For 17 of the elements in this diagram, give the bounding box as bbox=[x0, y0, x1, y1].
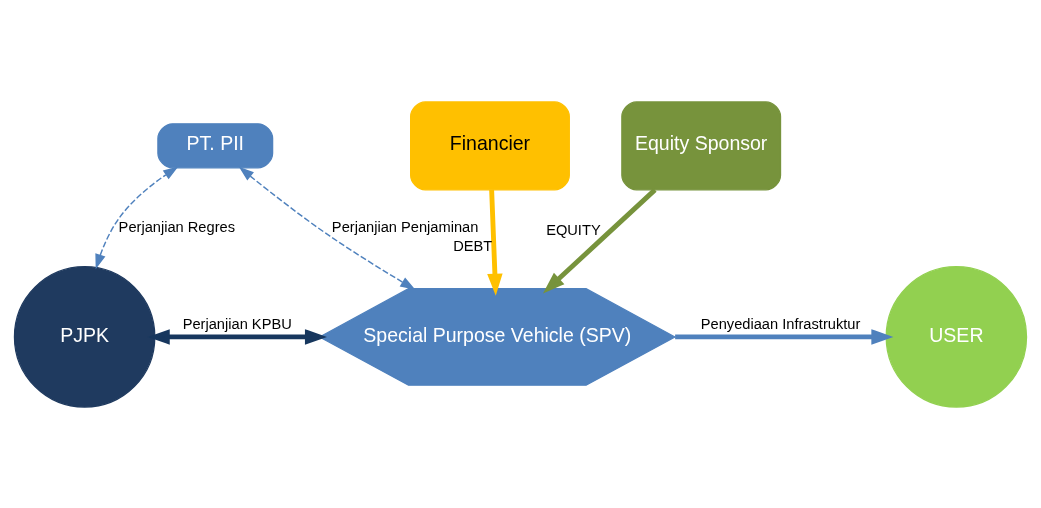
arrow bbox=[543, 187, 657, 293]
edge-label: DEBT bbox=[453, 237, 493, 254]
edge-label: Perjanjian Penjaminan bbox=[331, 218, 479, 235]
node-circle: USER bbox=[885, 265, 1028, 408]
arrow bbox=[95, 166, 179, 269]
edge-label: Perjanjian KPBU bbox=[182, 315, 292, 332]
node-box: Financier bbox=[410, 100, 570, 190]
node-box: PT. PII bbox=[157, 122, 274, 168]
arrow bbox=[238, 166, 416, 290]
edge-label: Perjanjian Regres bbox=[118, 218, 235, 235]
arrow bbox=[487, 189, 503, 296]
node-circle: PJPK bbox=[13, 265, 156, 408]
arrow bbox=[675, 328, 894, 345]
edge-label: Penyediaan Infrastruktur bbox=[700, 315, 861, 332]
arrow bbox=[147, 328, 327, 345]
node-box: Equity Sponsor bbox=[621, 100, 782, 190]
edge-label: EQUITY bbox=[546, 221, 601, 238]
